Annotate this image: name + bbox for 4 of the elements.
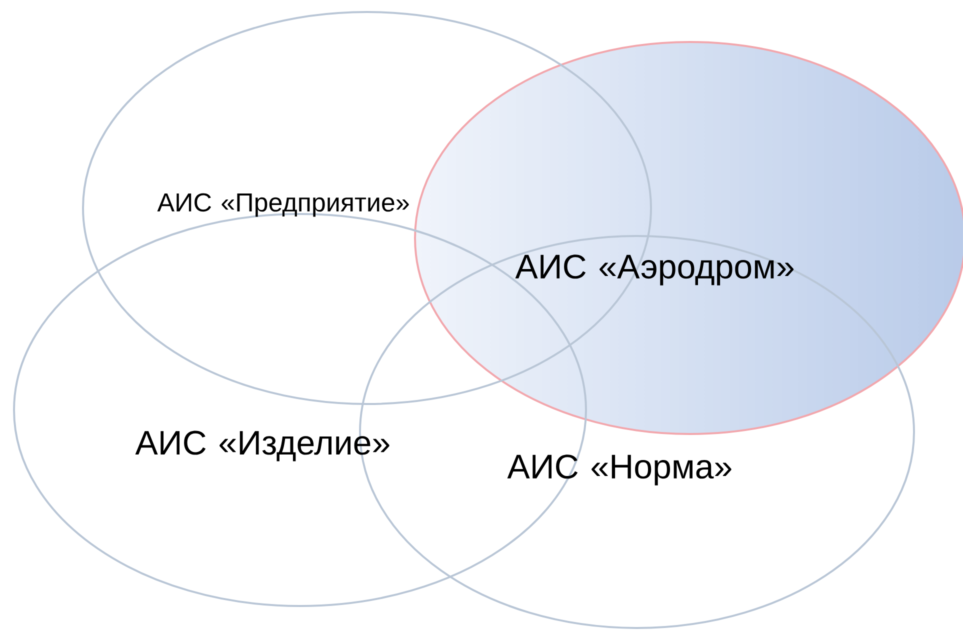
ellipse-label: АИС «Предприятие»	[157, 193, 409, 217]
ellipse-label: АИС «Изделие»	[135, 430, 390, 462]
ellipse-label: АИС «Норма»	[507, 454, 732, 486]
ellipse-label: АИС «Аэродром»	[515, 254, 794, 286]
